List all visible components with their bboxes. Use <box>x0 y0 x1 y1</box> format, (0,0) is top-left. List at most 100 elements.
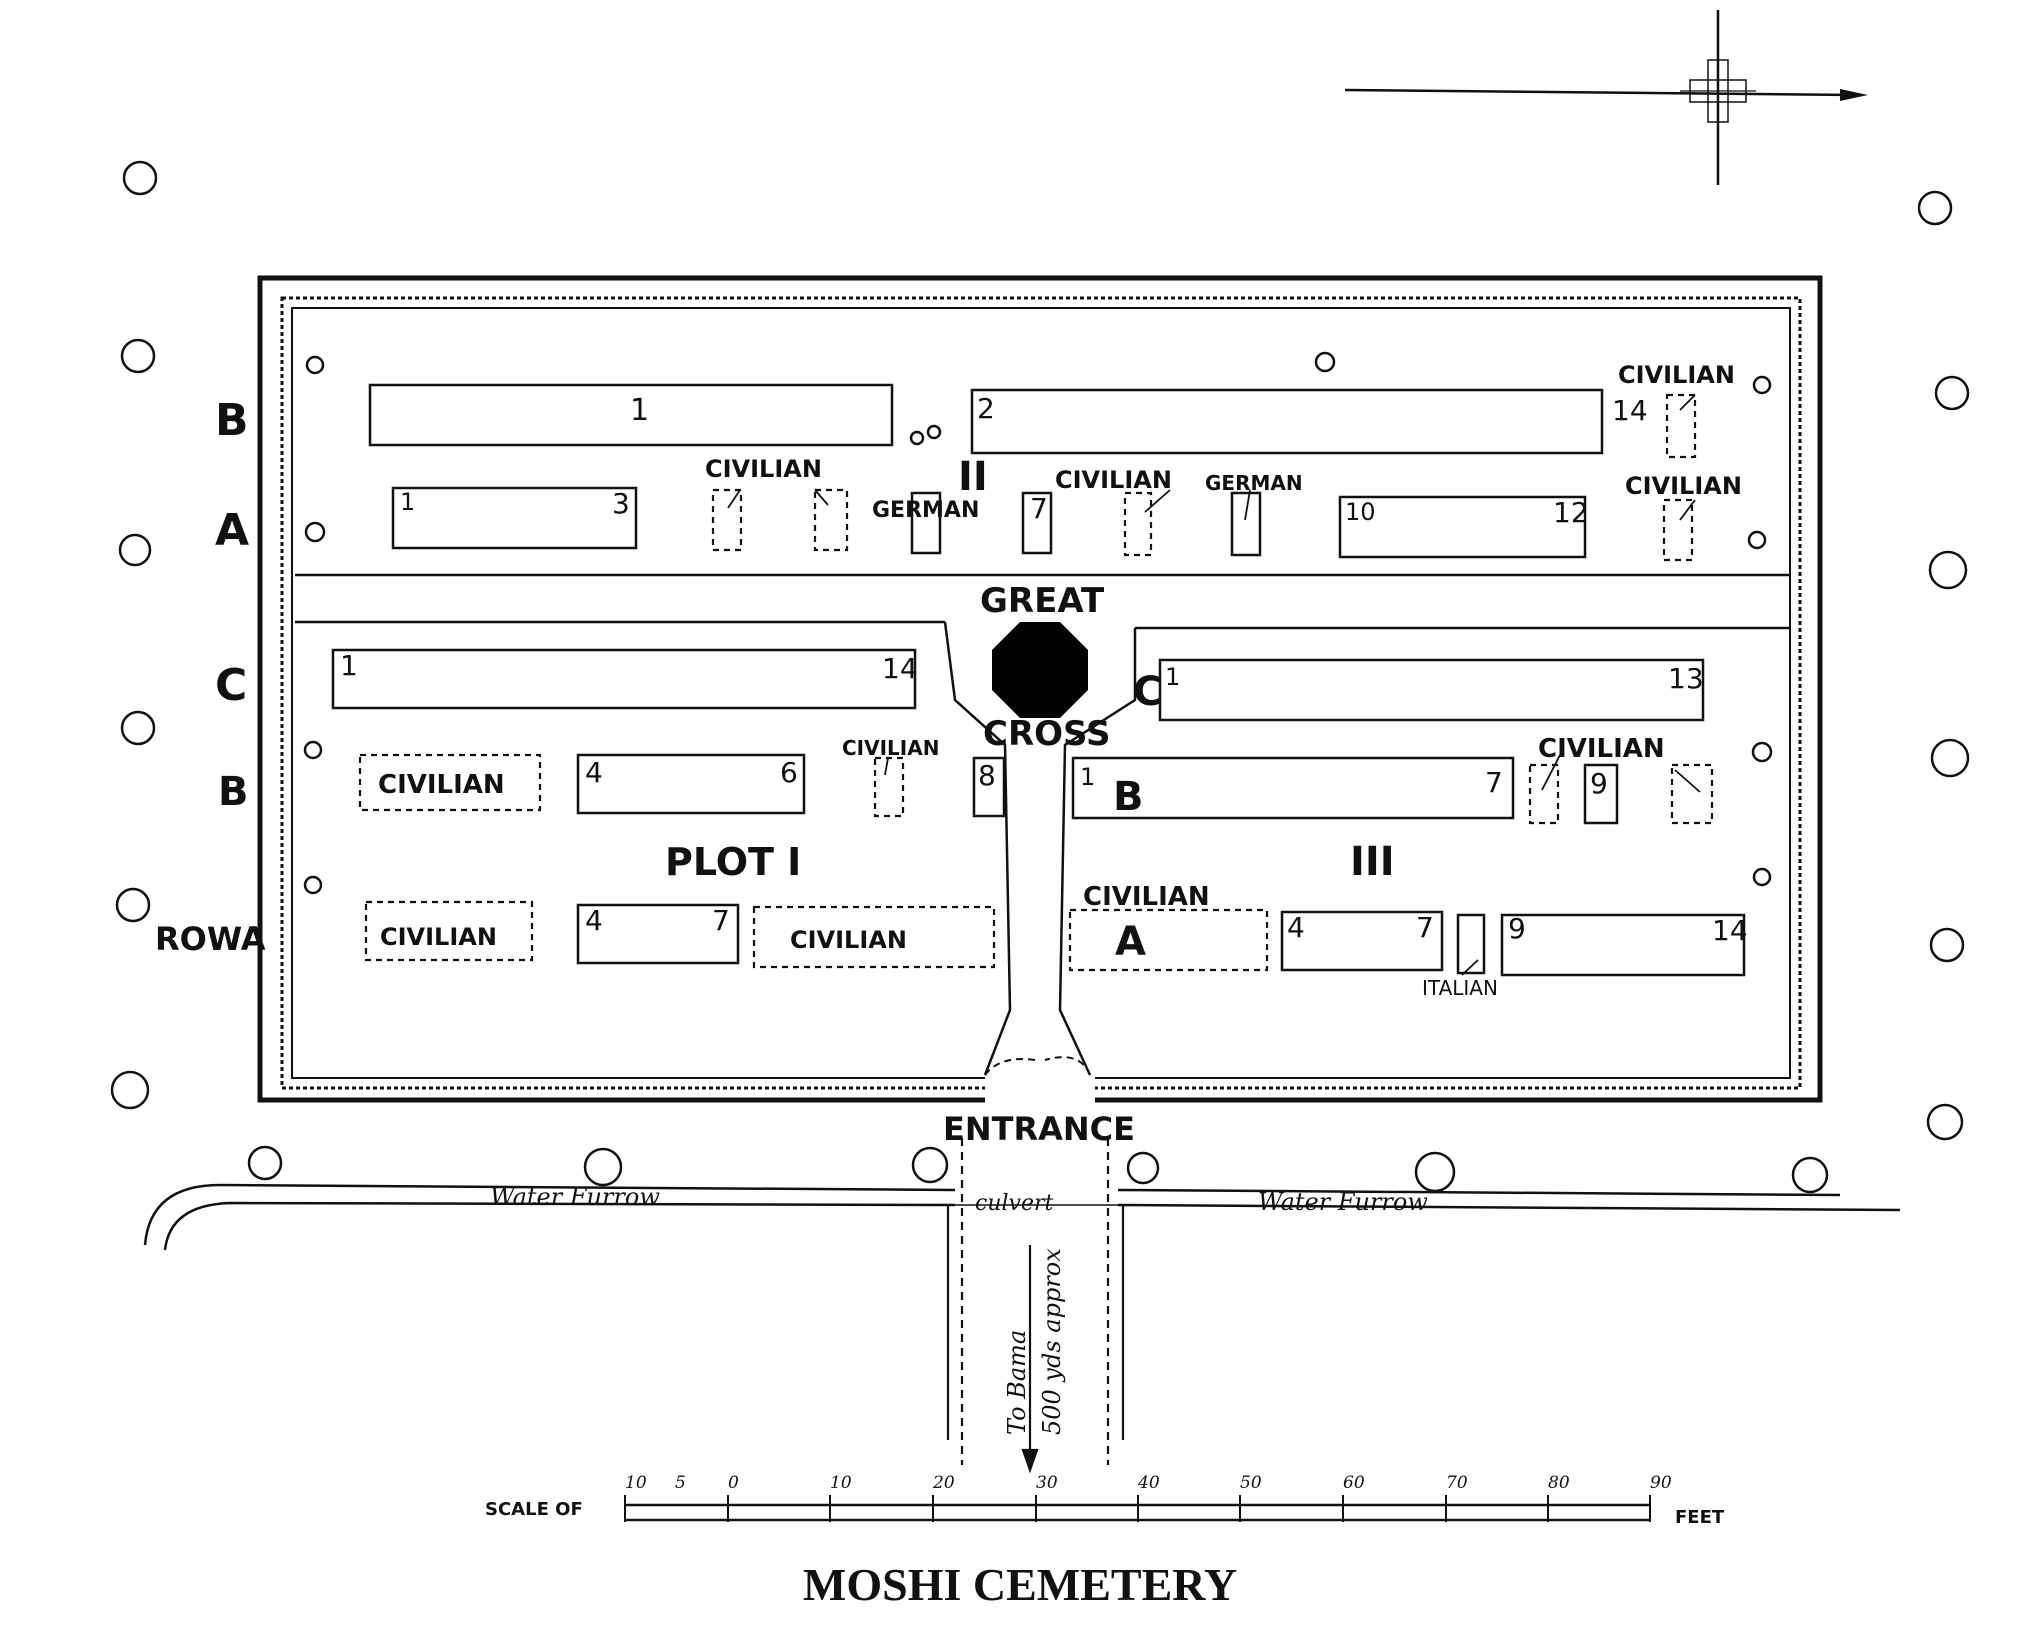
bed-number: 7 <box>1416 911 1434 944</box>
water-furrow-label: Water Furrow <box>1258 1188 1428 1216</box>
german-bed <box>910 491 942 555</box>
civilian-bed <box>1662 498 1694 562</box>
bed-row-b-2 <box>970 388 1604 455</box>
scale-tick-label: 10 <box>830 1473 852 1493</box>
scale-label: SCALE OF <box>485 1499 583 1520</box>
german-label: GERMAN <box>872 498 979 523</box>
bed-row-b-4 <box>576 753 806 815</box>
bed-number: 1 <box>630 393 649 428</box>
civilian-bed <box>364 900 534 962</box>
civilian-label: CIVILIAN <box>705 455 822 483</box>
civilian-label: CIVILIAN <box>378 770 505 800</box>
water-furrow <box>143 1183 1901 1251</box>
plot-label: III <box>1350 839 1395 885</box>
bed-number: 1 <box>1165 663 1180 691</box>
road-to-bama <box>946 1138 1125 1474</box>
row-label: B <box>215 395 249 446</box>
civilian-bed <box>813 488 849 552</box>
civilian-label: CIVILIAN <box>842 736 939 760</box>
bed-number: 4 <box>585 904 603 937</box>
bed-number: 13 <box>1668 662 1704 695</box>
bed-row-b-1 <box>368 383 894 447</box>
bed-row-c-left <box>331 648 917 710</box>
entrance-label: ENTRANCE <box>943 1110 1135 1148</box>
civilian-label: CIVILIAN <box>1083 882 1210 912</box>
bed-number: 14 <box>1612 394 1648 427</box>
civilian-label: CIVILIAN <box>1618 361 1735 389</box>
bed-number: 9 <box>1590 767 1608 800</box>
plot-label: PLOT I <box>665 840 801 884</box>
scale-tick-label: 60 <box>1343 1473 1365 1493</box>
bed-row-b-right <box>1071 756 1515 820</box>
water-furrow-label: Water Furrow <box>490 1183 660 1211</box>
bed-number: 7 <box>1030 492 1048 525</box>
civilian-bed <box>752 905 996 969</box>
bed-number: 1 <box>400 488 415 516</box>
tree-icons <box>110 160 1970 1194</box>
row-label: A <box>215 505 249 556</box>
bed-row-a-1 <box>391 486 638 550</box>
civilian-bed <box>711 488 743 552</box>
bed-number: 12 <box>1553 496 1589 529</box>
bed-number: 4 <box>585 756 603 789</box>
bed-number: 14 <box>1712 914 1748 947</box>
scale-tick-label: 70 <box>1446 1473 1468 1493</box>
german-label: GERMAN <box>1205 471 1303 495</box>
row-label: B <box>218 769 249 815</box>
civilian-label: CIVILIAN <box>1625 472 1742 500</box>
great-cross-marker <box>992 622 1088 718</box>
row-label: C <box>1133 669 1162 715</box>
bed-row-a-right-9 <box>1500 913 1746 977</box>
bed-number: 14 <box>882 652 918 685</box>
scale-tick-label: 80 <box>1548 1473 1570 1493</box>
bed-row-a-10 <box>1338 495 1587 559</box>
civilian-bed <box>1665 393 1697 459</box>
row-label: ROWA <box>155 920 266 958</box>
bed-number: 3 <box>612 487 630 520</box>
scale-tick-label: 10 <box>625 1473 647 1493</box>
scale-tick-label: 0 <box>728 1473 739 1493</box>
cemetery-boundary <box>257 275 1823 1110</box>
bed-number: 1 <box>1080 763 1095 791</box>
bed-row-c-right <box>1158 658 1705 722</box>
civilian-bed <box>1670 763 1714 825</box>
cross-label: CROSS <box>983 714 1110 754</box>
scale-tick-label: 50 <box>1240 1473 1262 1493</box>
bed-number: 2 <box>977 392 995 425</box>
graves-plot-1-3 <box>331 648 1746 977</box>
bed-number: 6 <box>780 756 798 789</box>
civilian-label: CIVILIAN <box>380 923 497 951</box>
german-bed <box>1230 491 1262 557</box>
row-label: A <box>1115 919 1146 965</box>
road-label: To Bama <box>1003 1330 1031 1435</box>
scale-bar <box>624 1495 1651 1522</box>
culvert-label: culvert <box>975 1191 1053 1216</box>
bed-9 <box>1583 763 1619 825</box>
civilian-label: CIVILIAN <box>790 926 907 954</box>
bed-7 <box>1021 491 1053 555</box>
scale-tick-label: 5 <box>675 1473 686 1493</box>
map-title: MOSHI CEMETERY <box>803 1559 1237 1610</box>
bed-number: 8 <box>978 759 996 792</box>
bed-row-a-4 <box>576 903 740 965</box>
italian-bed <box>1456 913 1486 975</box>
great-label: GREAT <box>980 581 1105 621</box>
bed-number: 7 <box>1485 766 1503 799</box>
compass-icon <box>1344 10 1868 185</box>
row-label: C <box>215 660 247 711</box>
scale-label: FEET <box>1675 1507 1725 1528</box>
civilian-label: CIVILIAN <box>1055 466 1172 494</box>
row-label: B <box>1113 774 1144 820</box>
bed-number: 7 <box>712 904 730 937</box>
bed-number: 10 <box>1345 498 1376 526</box>
civilian-bed <box>1123 491 1153 557</box>
civilian-bed <box>873 756 905 818</box>
scale-tick-label: 90 <box>1650 1473 1672 1493</box>
paths <box>295 573 1790 1076</box>
graves-plot-2 <box>368 383 1697 562</box>
bed-number: 4 <box>1287 911 1305 944</box>
scale-tick-label: 30 <box>1036 1473 1058 1493</box>
